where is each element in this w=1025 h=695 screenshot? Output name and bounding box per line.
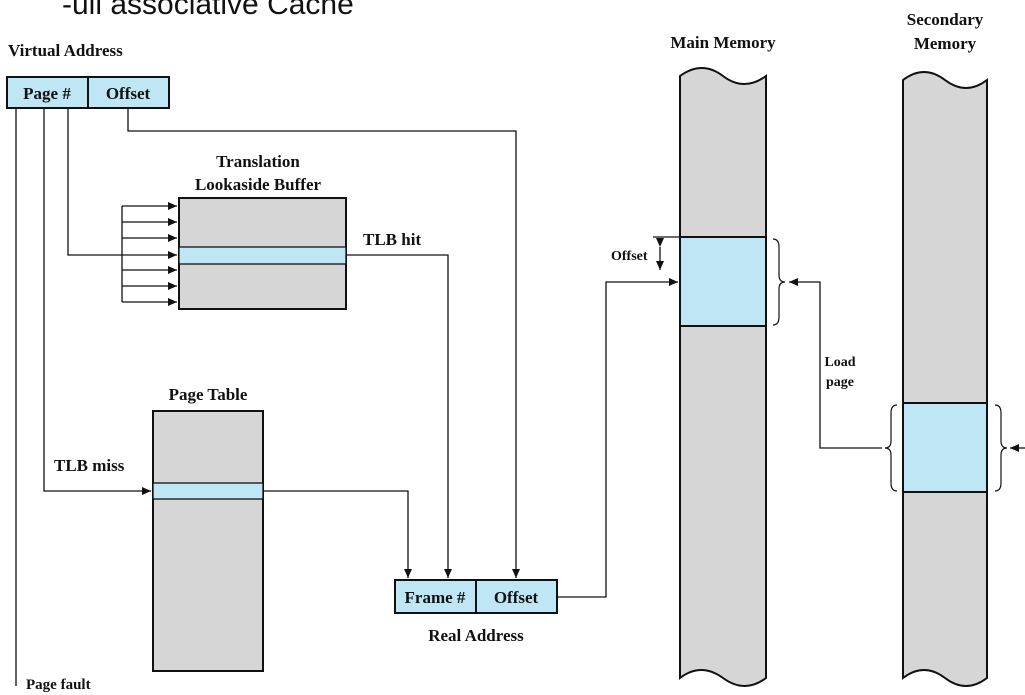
tlb-search-arrows — [121, 202, 177, 306]
page-number-to-tlb-line — [67, 108, 177, 259]
page-table-box — [152, 410, 264, 672]
main-memory-title: Main Memory — [670, 33, 776, 52]
secondary-memory-column — [902, 71, 988, 687]
secondary-memory-left-brace — [884, 404, 898, 492]
secondary-memory-title-line2: Memory — [914, 34, 977, 53]
virtual-address-title: Virtual Address — [8, 41, 123, 60]
load-page-label-line2: page — [826, 375, 854, 390]
secondary-memory-title-line1: Secondary — [907, 10, 984, 29]
page-table-title: Page Table — [169, 385, 248, 404]
main-memory-frame — [679, 236, 767, 327]
secondary-memory-right-brace — [994, 404, 1008, 492]
tlb-hit-line — [346, 254, 452, 578]
virtual-address-page-field — [6, 76, 89, 109]
tlb-title-line2: Lookaside Buffer — [195, 175, 322, 194]
real-address-title: Real Address — [428, 626, 524, 645]
tlb-title-line1: Translation — [216, 152, 300, 171]
real-address-offset-field — [475, 579, 558, 614]
tlb-hit-label: TLB hit — [363, 230, 421, 249]
main-memory-frame-brace — [772, 238, 786, 326]
real-address-offset-label: Offset — [494, 588, 539, 607]
tlb-miss-line — [43, 108, 151, 495]
virtual-address-page-label: Page # — [23, 84, 71, 103]
real-address-frame-label: Frame # — [405, 588, 466, 607]
real-address-frame-field — [394, 579, 477, 614]
tlb-miss-label: TLB miss — [54, 456, 125, 475]
page-fault-label: Page fault — [26, 677, 91, 693]
tlb-hit-entry — [178, 246, 347, 265]
load-page-line — [789, 278, 882, 449]
offset-passthrough-line — [127, 108, 520, 578]
page-table-to-frame-line — [263, 490, 412, 578]
partial-title: -ull associative Cache — [62, 0, 354, 21]
secondary-memory-page — [902, 402, 988, 493]
main-memory-offset-label: Offset — [611, 249, 648, 264]
real-address-to-memory-line — [557, 278, 678, 598]
load-page-label-line1: Load — [824, 355, 855, 370]
virtual-address-offset-label: Offset — [106, 84, 151, 103]
page-table-entry — [152, 482, 264, 500]
main-memory-column — [679, 67, 767, 687]
